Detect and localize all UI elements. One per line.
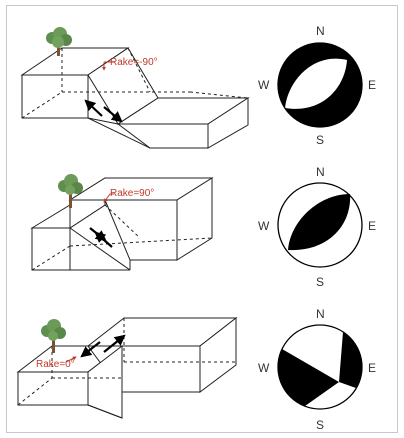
slip-arrow-icon <box>84 99 103 117</box>
panel-normal-fault: Rake=-90° <box>20 27 250 149</box>
rake-label: Rake=0° <box>36 359 75 370</box>
compass-east: E <box>368 361 376 375</box>
slip-arrow-icon <box>103 106 123 123</box>
compass-north: N <box>316 165 325 179</box>
slip-arrow-icon <box>80 341 101 358</box>
compass-east: E <box>368 78 376 92</box>
rake-arrow-icon <box>65 356 77 363</box>
compass-west: W <box>258 78 270 92</box>
rake-arrow-icon <box>103 193 111 203</box>
rake-label: Rake=90° <box>110 188 154 199</box>
block-diagram-strike-slip <box>16 316 238 419</box>
compass-south: S <box>316 275 324 289</box>
compass-south: S <box>316 133 324 147</box>
compass-north: N <box>316 24 325 38</box>
tree-icon <box>41 319 66 353</box>
compass-west: W <box>258 219 270 233</box>
panel-reverse-fault: Rake=90° <box>30 174 214 271</box>
focal-mechanism-strike-slip: N S E W <box>258 307 376 432</box>
focal-mechanism-reverse: N S E W <box>258 165 376 289</box>
block-diagram-normal <box>20 47 250 149</box>
focal-mechanism-normal: N S E W <box>258 24 376 147</box>
block-diagram-reverse <box>30 177 214 271</box>
tree-icon <box>46 27 72 56</box>
rake-label: Rake=-90° <box>110 57 158 68</box>
panel-strike-slip-fault: Rake=0° <box>16 316 238 419</box>
compass-north: N <box>316 307 325 321</box>
compass-south: S <box>316 418 324 432</box>
slip-arrow-icon <box>103 334 126 353</box>
compass-east: E <box>368 219 376 233</box>
compass-west: W <box>258 361 270 375</box>
tree-icon <box>58 174 83 208</box>
slip-arrow-icon <box>94 231 113 248</box>
